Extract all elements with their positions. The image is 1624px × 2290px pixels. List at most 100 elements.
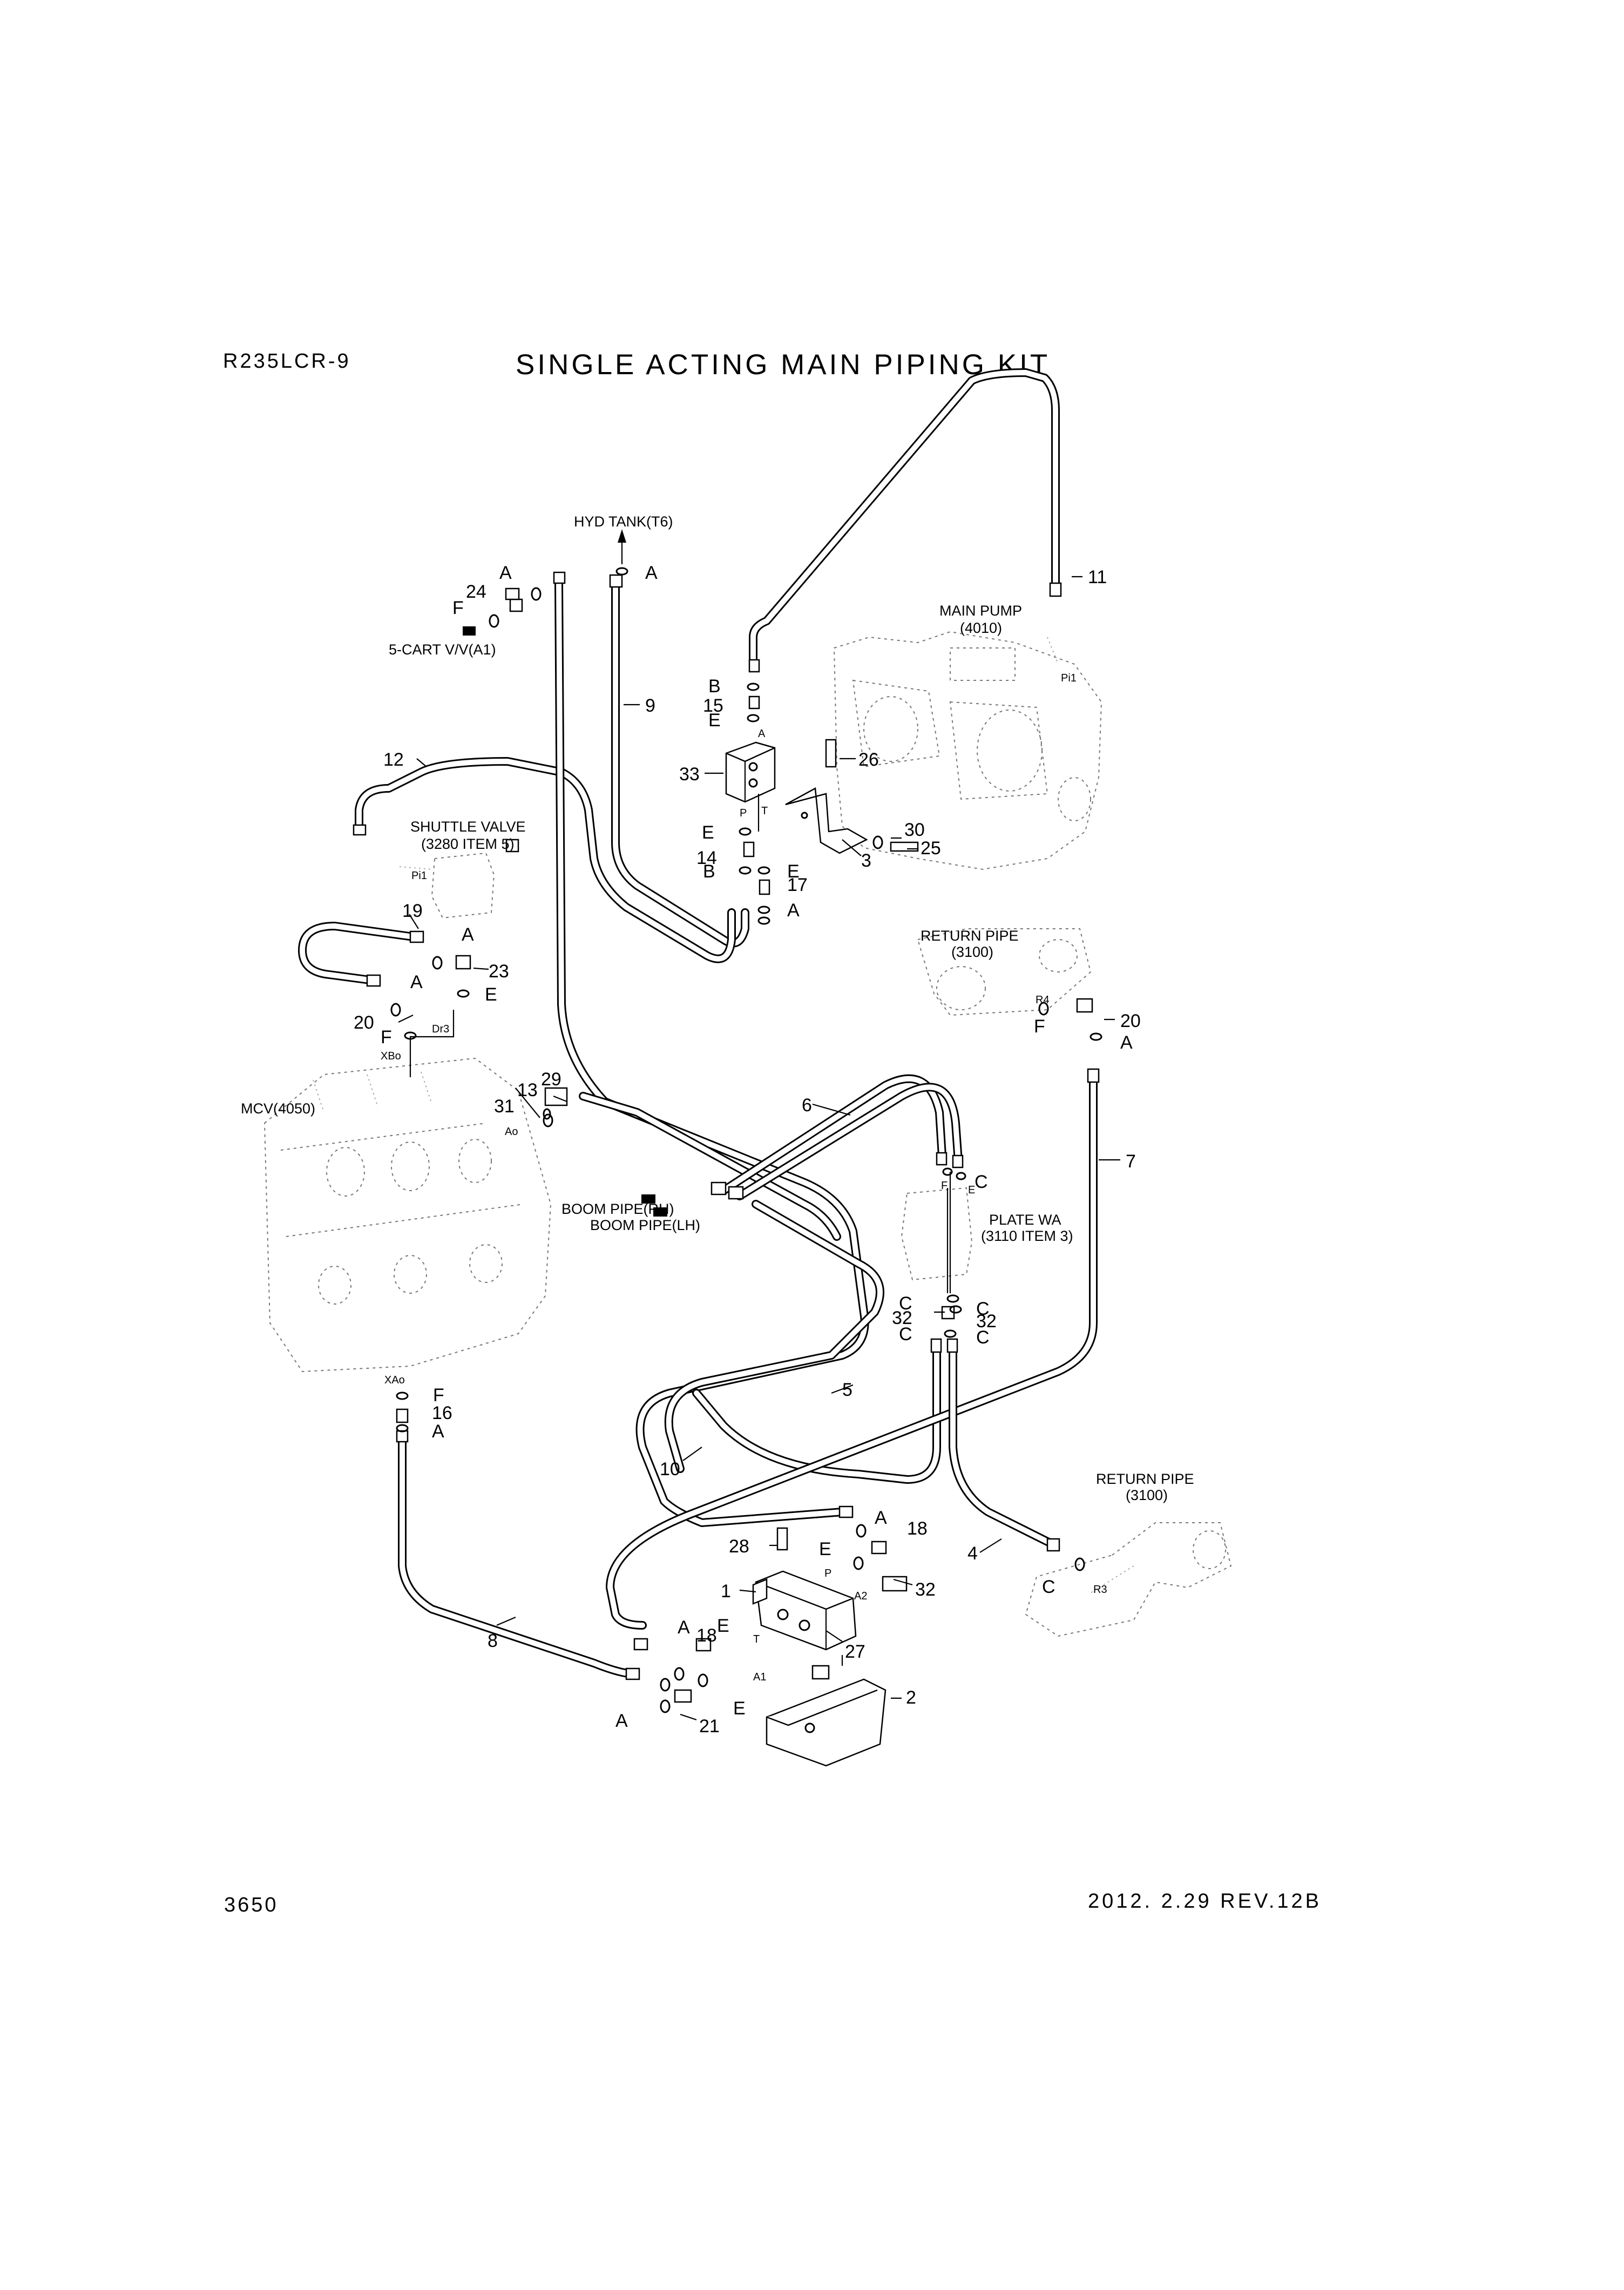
port-xbo: XBo — [381, 1050, 401, 1062]
seal-letter: A — [875, 1508, 887, 1528]
page-title: SINGLE ACTING MAIN PIPING KIT — [516, 349, 1051, 381]
plug-markers — [463, 626, 667, 1217]
callout-27: 27 — [845, 1641, 865, 1662]
callout-8: 8 — [488, 1631, 498, 1651]
callout-32a: 32 — [892, 1308, 912, 1328]
port-xao: XAo — [384, 1374, 405, 1386]
fittings — [353, 571, 1100, 1703]
callout-6: 6 — [802, 1095, 812, 1116]
model-code: R235LCR-9 — [223, 350, 351, 373]
callout-32b: 32 — [976, 1311, 997, 1332]
callout-20a: 20 — [354, 1012, 374, 1033]
note-plate-wa: PLATE WA — [989, 1212, 1061, 1228]
hose-5 — [692, 1346, 941, 1484]
seal-letter: A — [1120, 1032, 1133, 1053]
note-cart-valve: 5-CART V/V(A1) — [389, 641, 496, 658]
hose-10-lower — [664, 1200, 884, 1473]
hose-12 — [355, 757, 736, 963]
seal-letter: A — [462, 924, 474, 945]
note-return-pipe-upper-ref: (3100) — [951, 944, 993, 960]
o-rings — [390, 567, 1102, 1713]
callout-11: 11 — [1088, 567, 1107, 587]
seal-letter: E — [733, 1698, 746, 1719]
callout-5: 5 — [842, 1380, 852, 1400]
callout-32c: 32 — [915, 1579, 936, 1600]
port-a2: A2 — [854, 1590, 867, 1602]
note-mcv: MCV(4050) — [241, 1100, 315, 1117]
hose-19 — [298, 922, 417, 984]
port-t-block-top: T — [761, 805, 768, 817]
mcv-outline — [263, 1057, 552, 1373]
hose-6 — [719, 1074, 946, 1195]
seal-letter: A — [615, 1711, 628, 1731]
hyd-tank-arrow — [618, 529, 626, 564]
seal-letter: E — [485, 984, 497, 1005]
return-pipe-lower-outline — [1025, 1522, 1232, 1637]
hose-11 — [749, 368, 1060, 663]
hose-8 — [398, 1432, 639, 1678]
callout-31: 31 — [494, 1096, 515, 1117]
callout-4: 4 — [967, 1543, 978, 1564]
port-p-block-top: P — [740, 807, 747, 819]
leader-lines — [398, 576, 1120, 1721]
callout-21: 21 — [699, 1716, 720, 1737]
callout-13: 13 — [517, 1080, 538, 1100]
note-plate-wa-ref: (3110 ITEM 3) — [981, 1228, 1073, 1244]
note-main-pump-ref: (4010) — [960, 620, 1002, 636]
seal-letter: A — [645, 563, 658, 583]
note-return-pipe-lower: RETURN PIPE — [1096, 1471, 1194, 1487]
port-pi1-pump: Pi1 — [1061, 672, 1077, 684]
bracket-2 — [766, 1678, 887, 1767]
callout-18b: 18 — [696, 1625, 717, 1646]
seal-letter: C — [975, 1172, 988, 1192]
callout-10: 10 — [660, 1459, 680, 1480]
note-main-pump: MAIN PUMP — [939, 603, 1022, 619]
port-pi1-shuttle: Pi1 — [411, 870, 427, 882]
note-boom-pipe-lh: BOOM PIPE(LH) — [590, 1217, 700, 1233]
port-e-plate: E — [968, 1184, 975, 1196]
hose-9 — [611, 579, 749, 948]
port-dr3: Dr3 — [432, 1023, 449, 1035]
port-p-block-bottom: P — [824, 1568, 831, 1579]
seal-letter: C — [899, 1324, 912, 1345]
port-r4: R4 — [1036, 994, 1050, 1006]
valve-block-33 — [725, 741, 776, 803]
port-t-block-bottom: T — [753, 1633, 760, 1645]
revision-date: 2012. 2.29 REV.12B — [1088, 1890, 1322, 1913]
seal-letter: C — [1042, 1577, 1055, 1597]
callout-2: 2 — [906, 1687, 916, 1708]
callout-3: 3 — [861, 850, 871, 871]
callout-24: 24 — [466, 582, 486, 602]
seal-letter: F — [433, 1385, 444, 1406]
callout-16: 16 — [432, 1403, 452, 1423]
seal-letter: C — [976, 1299, 990, 1319]
seal-letter: F — [452, 598, 464, 618]
seal-letter: E — [819, 1539, 831, 1559]
callout-29: 29 — [541, 1069, 561, 1090]
note-shuttle-valve-ref: (3280 ITEM 5) — [421, 836, 515, 852]
page-number: 3650 — [224, 1894, 279, 1916]
callout-18a: 18 — [907, 1518, 928, 1539]
seal-letter: A — [410, 972, 423, 992]
seal-letter: A — [432, 1421, 444, 1442]
callout-33: 33 — [679, 764, 700, 785]
callout-19: 19 — [402, 901, 423, 921]
hose-29 — [579, 1092, 841, 1241]
valve-block-1 — [752, 1570, 857, 1651]
seal-letter: F — [381, 1027, 392, 1048]
shuttle-valve-outline — [399, 852, 495, 919]
seal-letter: B — [703, 861, 715, 882]
port-a-block-top: A — [758, 728, 766, 740]
bracket-3 — [785, 787, 868, 854]
callout-9: 9 — [645, 695, 655, 716]
seal-letter: F — [1034, 1016, 1045, 1037]
port-a1: A1 — [753, 1671, 766, 1683]
callout-12: 12 — [383, 749, 404, 770]
seal-letter: E — [717, 1616, 729, 1636]
callout-26: 26 — [858, 749, 879, 770]
callout-30: 30 — [904, 820, 925, 840]
callout-25: 25 — [921, 838, 941, 859]
callout-23: 23 — [489, 961, 509, 982]
callout-7: 7 — [1126, 1151, 1136, 1172]
